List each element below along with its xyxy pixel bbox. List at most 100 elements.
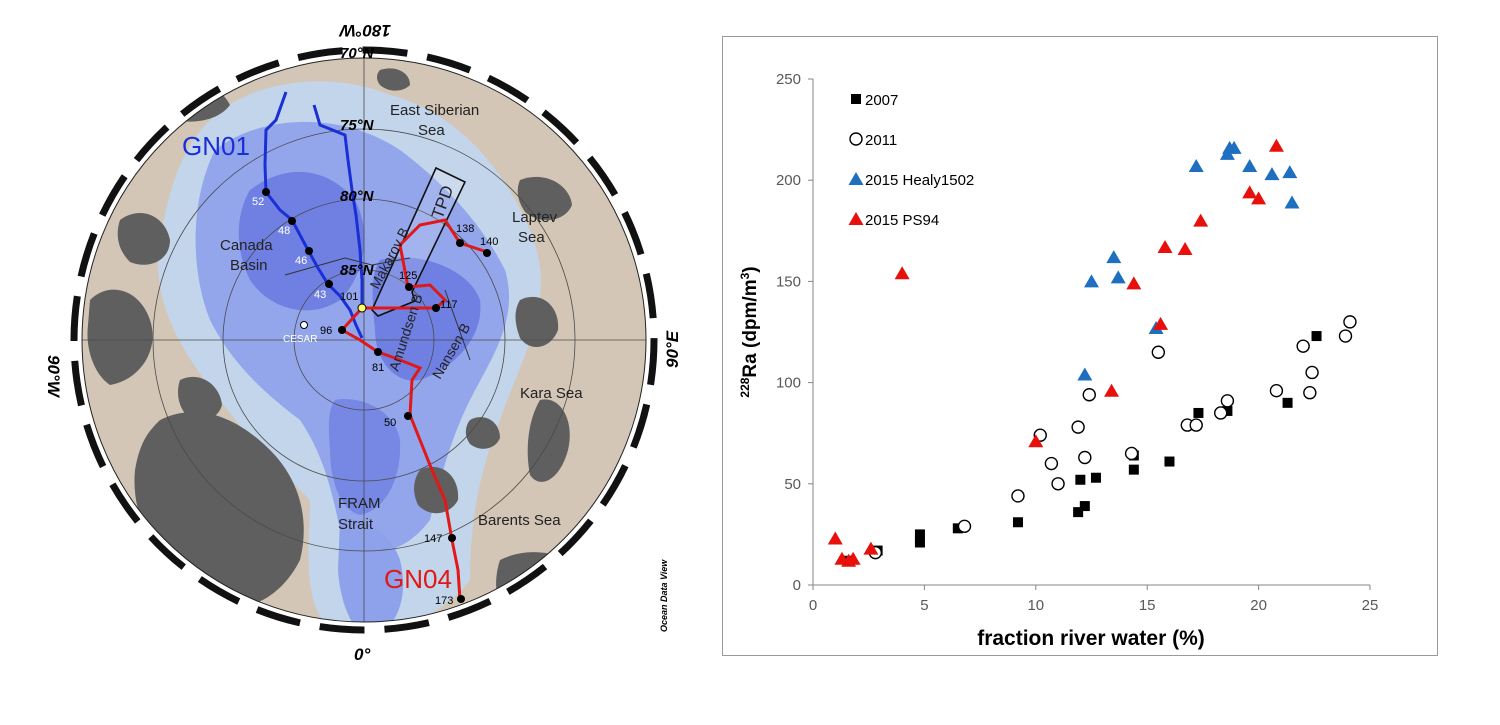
station-label-101: 101 — [340, 291, 358, 303]
data-point — [1269, 383, 1284, 398]
data-point — [1106, 250, 1122, 264]
legend-label: 2015 Healy1502 — [865, 172, 974, 189]
x-tick-label: 25 — [1362, 597, 1379, 614]
region-laptev-2: Sea — [518, 229, 545, 246]
station-label-117: 117 — [440, 299, 458, 311]
data-point — [894, 266, 910, 280]
y-axis-title-unit-exp: 3 — [738, 272, 752, 279]
data-point — [1073, 507, 1084, 518]
data-point — [1264, 167, 1280, 181]
station-label-140: 140 — [480, 236, 498, 248]
franz-josef — [465, 417, 500, 449]
map-rim — [81, 57, 647, 623]
legend-marker — [848, 172, 864, 185]
station-138 — [456, 239, 464, 247]
legend-item: 2015 Healy1502 — [848, 172, 974, 189]
chart-marks — [827, 138, 1357, 567]
x-tick-label: 20 — [1250, 597, 1267, 614]
data-point — [914, 529, 925, 540]
station-96 — [338, 326, 346, 334]
station-label-125: 125 — [399, 270, 417, 282]
station-label-48: 48 — [278, 225, 290, 237]
data-point — [1011, 489, 1025, 503]
data-point — [1071, 420, 1085, 434]
legend-marker — [849, 132, 863, 146]
data-point — [1242, 185, 1258, 199]
series-1 — [868, 315, 1357, 560]
series-3 — [827, 138, 1284, 567]
data-point — [1296, 339, 1310, 353]
severnaya-zemlya — [515, 296, 559, 348]
lon-label-90e: 90°E — [663, 330, 682, 368]
tpd-arrow — [371, 166, 467, 317]
station-147 — [448, 534, 456, 542]
station-52 — [262, 188, 270, 196]
data-point — [1110, 270, 1126, 284]
y-tick-label: 250 — [776, 71, 801, 88]
scandinavia — [496, 552, 620, 622]
arctic-map-svg: 52 48 46 43 101 96 81 50 125 117 138 140… — [44, 21, 682, 664]
station-label-52: 52 — [252, 196, 264, 208]
station-43 — [325, 280, 333, 288]
station-140 — [483, 249, 491, 257]
data-point — [1051, 477, 1065, 491]
lon-label-180w: 180°W — [338, 21, 391, 40]
y-axis-title: 228Ra (dpm/m3) — [738, 266, 761, 397]
data-point — [1090, 472, 1101, 483]
cesar-marker — [300, 321, 308, 329]
data-point — [1284, 195, 1300, 209]
latitude-circles — [82, 58, 646, 622]
station-label-96: 96 — [320, 325, 332, 337]
station-label-46: 46 — [295, 255, 307, 267]
legend-marker — [848, 212, 864, 225]
region-east-siberian-2: Sea — [418, 122, 445, 139]
legend-label: 2011 — [865, 132, 897, 149]
siberia-island — [517, 176, 572, 221]
station-label-173: 173 — [435, 595, 453, 607]
data-point — [1226, 140, 1242, 154]
data-point — [1214, 406, 1228, 420]
data-point — [1343, 315, 1357, 329]
x-tick-label: 5 — [920, 597, 928, 614]
legend-item: 2011 — [849, 132, 897, 149]
data-point — [1126, 276, 1142, 290]
data-point — [1282, 165, 1298, 179]
region-canada-2: Basin — [230, 257, 268, 274]
x-axis-title: fraction river water (%) — [977, 627, 1205, 650]
legend-marker — [851, 94, 861, 104]
cruise-label-gn04: GN04 — [384, 564, 452, 594]
ridge-outline — [284, 257, 411, 276]
data-point — [1082, 388, 1096, 402]
lat-label-85: 85°N — [340, 262, 375, 279]
data-point — [1177, 242, 1193, 256]
legend-item: 2007 — [851, 92, 898, 109]
x-tick-label: 15 — [1139, 597, 1156, 614]
data-point — [1153, 316, 1169, 330]
data-point — [1282, 397, 1293, 408]
lon-label-90w: 90°W — [44, 355, 63, 399]
data-point — [1188, 159, 1204, 173]
legend-item: 2015 PS94 — [848, 212, 939, 229]
data-point — [914, 537, 925, 548]
cruise-label-gn01: GN01 — [182, 131, 250, 161]
station-label-147: 147 — [424, 533, 442, 545]
station-label-50: 50 — [384, 417, 396, 429]
data-point — [1078, 450, 1092, 465]
gn01-track-b — [312, 104, 364, 308]
station-48 — [288, 217, 296, 225]
region-kara: Kara Sea — [520, 385, 583, 402]
data-point — [1268, 138, 1284, 152]
data-point — [1220, 394, 1235, 408]
data-point — [863, 541, 879, 555]
deep-basin-3 — [328, 399, 401, 515]
cesar-label: CESAR — [283, 334, 317, 345]
gn04-track — [339, 218, 488, 601]
series-0 — [843, 331, 1322, 566]
data-point — [1075, 474, 1086, 485]
data-point — [827, 531, 843, 545]
y-tick-label: 50 — [784, 476, 801, 493]
region-canada-1: Canada — [220, 237, 273, 254]
lon-label-0: 0° — [354, 645, 370, 664]
